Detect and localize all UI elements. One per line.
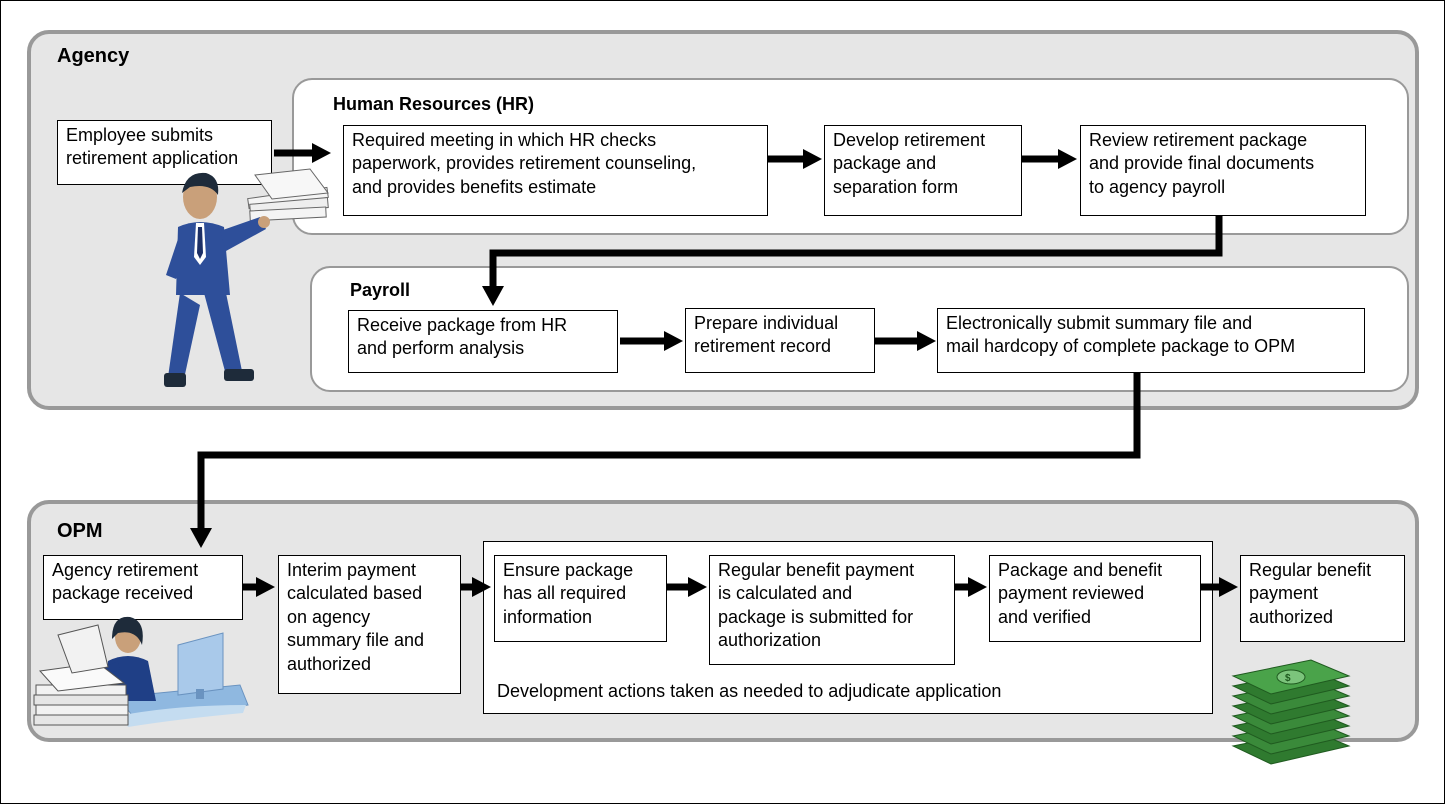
money-stack-icon: $ bbox=[1231, 659, 1351, 765]
develop-package-box: Develop retirement package and separatio… bbox=[824, 125, 1022, 216]
ensure-package-box: Ensure package has all required informat… bbox=[494, 555, 667, 642]
receive-package-box: Receive package from HR and perform anal… bbox=[348, 310, 618, 373]
interim-payment-box: Interim payment calculated based on agen… bbox=[278, 555, 461, 694]
employee-with-papers-icon bbox=[164, 168, 329, 387]
employee-submits-box: Employee submits retirement application bbox=[57, 120, 272, 185]
agency-package-received-box: Agency retirement package received bbox=[43, 555, 243, 620]
hr-meeting-box: Required meeting in which HR checks pape… bbox=[343, 125, 768, 216]
regular-benefit-calculated-box: Regular benefit payment is calculated an… bbox=[709, 555, 955, 665]
submit-summary-box: Electronically submit summary file and m… bbox=[937, 308, 1365, 373]
package-reviewed-box: Package and benefit payment reviewed and… bbox=[989, 555, 1201, 642]
clerk-at-desk-icon bbox=[33, 616, 249, 727]
hr-title: Human Resources (HR) bbox=[333, 94, 535, 114]
payroll-title: Payroll bbox=[350, 280, 411, 300]
prepare-record-box: Prepare individual retirement record bbox=[685, 308, 875, 373]
opm-title: OPM bbox=[57, 520, 103, 542]
regular-benefit-authorized-box: Regular benefit payment authorized bbox=[1240, 555, 1405, 642]
review-package-box: Review retirement package and provide fi… bbox=[1080, 125, 1366, 216]
development-caption: Development actions taken as needed to a… bbox=[497, 681, 1002, 701]
agency-title: Agency bbox=[57, 45, 130, 67]
svg-text:$: $ bbox=[1285, 673, 1291, 684]
